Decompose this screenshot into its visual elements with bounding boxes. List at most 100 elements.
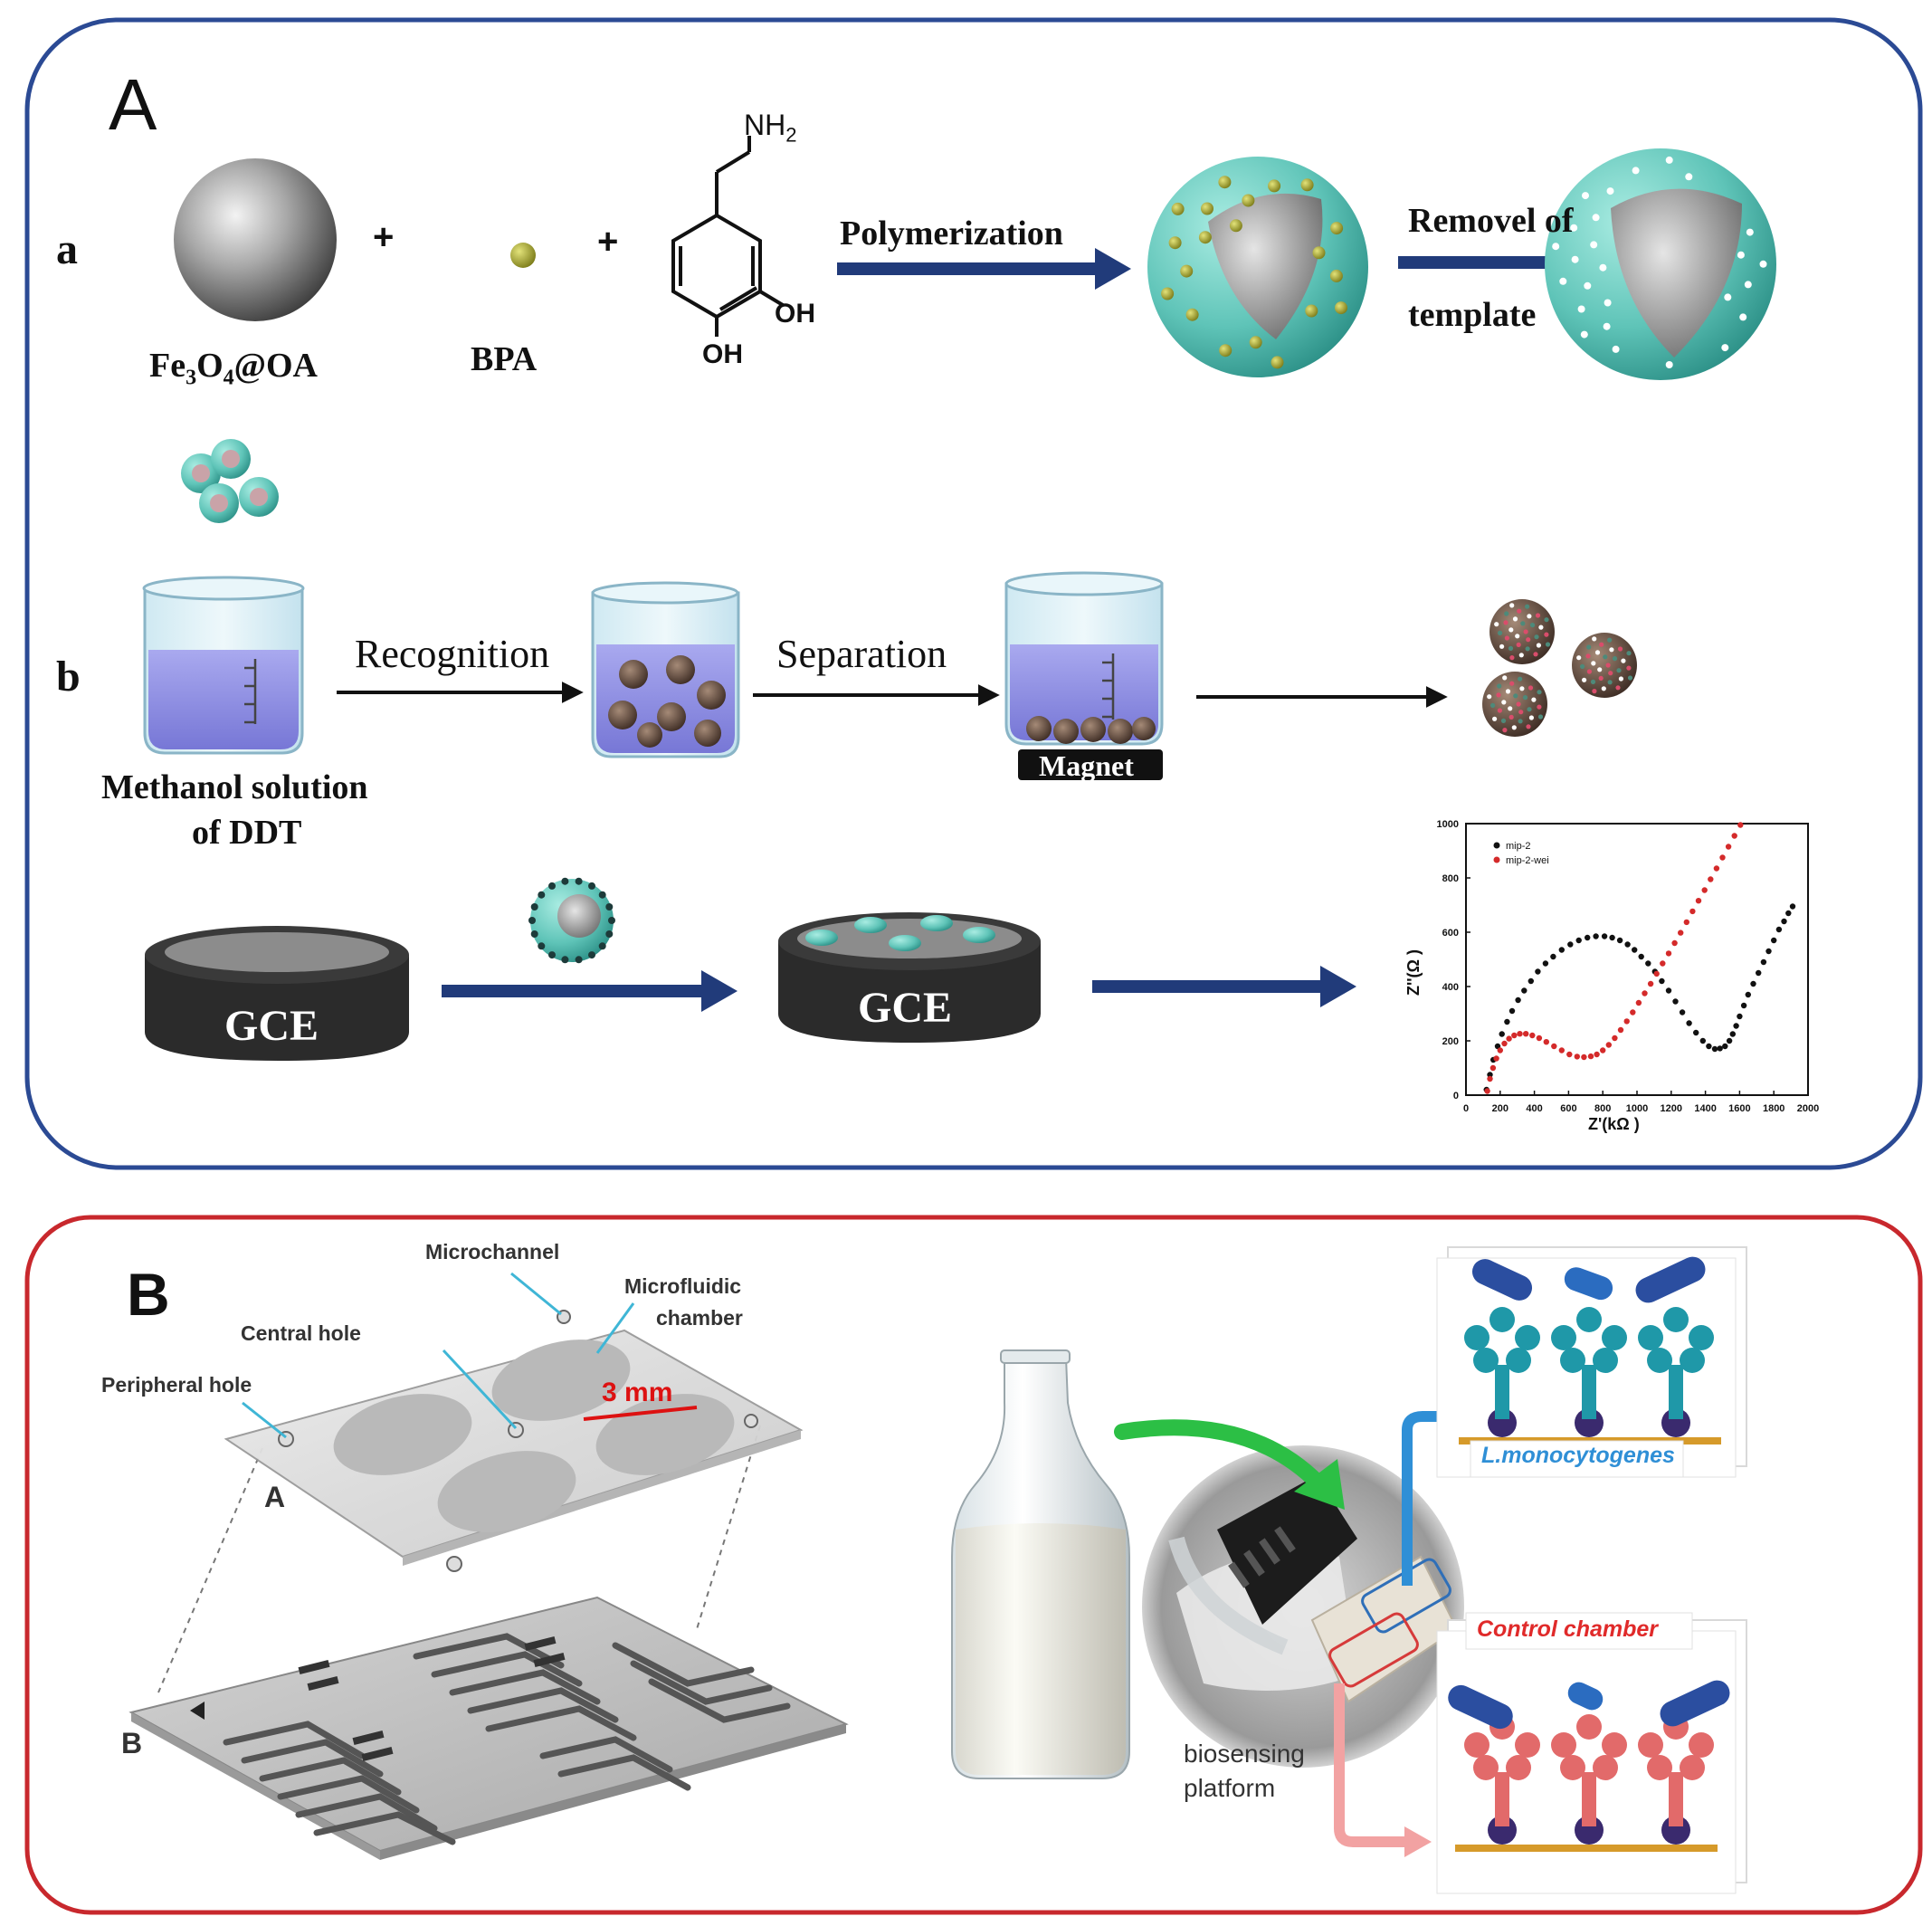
- eis-point-series-1: [1609, 934, 1615, 941]
- particle-speckle: [1504, 611, 1509, 616]
- particle-speckle: [1537, 714, 1544, 720]
- imprinted-cavity: [1582, 192, 1589, 200]
- gce-label-1: GCE: [224, 1002, 319, 1050]
- eis-point-series-2: [1536, 1035, 1543, 1042]
- imprinted-cavity: [1612, 345, 1620, 353]
- particle-speckle: [1525, 646, 1530, 652]
- eis-x-tick-label: 1400: [1694, 1103, 1716, 1114]
- eis-y-tick-label: 0: [1453, 1091, 1459, 1101]
- eis-point-series-2: [1701, 887, 1708, 893]
- plus-sign-1: +: [373, 217, 395, 257]
- eis-point-series-1: [1521, 987, 1528, 994]
- particle-speckle: [1518, 719, 1523, 724]
- microchannel-label: Microchannel: [425, 1240, 560, 1263]
- bead-dot: [608, 917, 615, 924]
- eis-point-series-2: [1695, 898, 1702, 904]
- panel-a-letter: A: [109, 64, 157, 145]
- antibody-arm: [1515, 1325, 1540, 1350]
- eis-point-series-2: [1600, 1047, 1606, 1054]
- eis-point-series-1: [1771, 937, 1777, 944]
- particle-speckle: [1527, 614, 1532, 619]
- dopamine-oh-label-1: OH: [775, 299, 815, 329]
- eis-legend-series-2: mip-2-wei: [1506, 855, 1549, 866]
- eis-point-series-1: [1726, 1037, 1733, 1044]
- eis-point-series-1: [1737, 1013, 1743, 1020]
- particle-speckle: [1531, 697, 1537, 702]
- eis-point-series-1: [1542, 960, 1549, 967]
- eis-x-axis-label: Z'(kΩ ): [1588, 1115, 1640, 1133]
- particle-speckle: [1527, 707, 1532, 712]
- central-hole-marker: [508, 1422, 524, 1438]
- eis-y-axis-label: Z''(Ω ): [1404, 949, 1423, 996]
- imprinted-cavity: [1746, 228, 1754, 236]
- eis-plot-frame: [1465, 823, 1809, 1096]
- eis-y-tick-label: 200: [1442, 1036, 1459, 1047]
- bpa-molecule: [510, 243, 536, 268]
- antibody-arm: [1602, 1732, 1627, 1758]
- particle-speckle: [1617, 646, 1623, 652]
- eis-point-series-2: [1630, 1009, 1636, 1015]
- particle-speckle: [1586, 644, 1592, 650]
- chip-layer-b-label: B: [121, 1727, 143, 1759]
- eis-point-series-2: [1484, 1088, 1490, 1094]
- magnet-label: Magnet: [1039, 749, 1134, 782]
- panel-b-letter: B: [127, 1261, 170, 1328]
- eis-point-series-2: [1497, 1047, 1504, 1054]
- eis-x-tick-label: 400: [1526, 1103, 1542, 1114]
- particle-speckle: [1526, 637, 1531, 643]
- separation-label: Separation: [776, 632, 947, 676]
- particle-speckle: [1535, 613, 1541, 618]
- antibody-arm: [1647, 1755, 1672, 1780]
- template-dot: [1180, 264, 1194, 278]
- imprinted-cavity: [1721, 344, 1729, 352]
- imprinted-cavity: [1604, 299, 1612, 307]
- eis-point-series-1: [1760, 958, 1767, 966]
- chip-layer-a-label: A: [264, 1481, 286, 1513]
- eis-legend-series-1: mip-2: [1506, 841, 1531, 852]
- recognition-label: Recognition: [355, 632, 550, 676]
- antibody-arm: [1593, 1348, 1618, 1373]
- bead-dot: [605, 903, 614, 911]
- particle-speckle: [1582, 677, 1587, 682]
- antibody-stem: [1582, 1365, 1596, 1419]
- imprinted-cavity: [1592, 214, 1600, 222]
- panel-a: 0200400600800100012001400160018002000020…: [24, 17, 1923, 1170]
- particle-speckle: [1537, 690, 1542, 695]
- eis-point-series-2: [1493, 1055, 1499, 1062]
- antibody-arm: [1576, 1307, 1602, 1332]
- template-dot: [1171, 202, 1185, 215]
- bead-dot: [588, 951, 595, 959]
- particle-speckle: [1544, 617, 1549, 623]
- eis-point-series-1: [1672, 998, 1679, 1005]
- eis-point-series-1: [1601, 933, 1608, 939]
- eis-point-series-1: [1699, 1037, 1707, 1044]
- particle-speckle: [1503, 620, 1508, 625]
- eis-point-series-1: [1593, 933, 1599, 939]
- mip-sphere-with-template: [1147, 157, 1368, 377]
- eis-point-series-2: [1719, 854, 1726, 861]
- eis-point-series-2: [1523, 1031, 1529, 1037]
- eis-point-series-2: [1642, 990, 1648, 996]
- removal-label-line1: Removel of: [1408, 202, 1574, 240]
- particle-speckle: [1502, 675, 1508, 681]
- particle-speckle: [1594, 650, 1601, 655]
- fe3o4-oa-sphere: [174, 158, 337, 321]
- eis-point-series-2: [1737, 822, 1744, 828]
- removal-label-line2: template: [1408, 296, 1537, 334]
- bead-dot: [528, 917, 536, 924]
- eis-x-tick-label: 800: [1594, 1103, 1611, 1114]
- eis-point-series-2: [1501, 1040, 1508, 1047]
- eis-point-series-1: [1785, 910, 1792, 917]
- released-particles: [1482, 599, 1637, 737]
- eis-point-series-1: [1711, 1045, 1718, 1053]
- gce-label-2: GCE: [858, 984, 953, 1032]
- antibody-stem: [1669, 1772, 1683, 1826]
- eis-point-series-1: [1638, 953, 1644, 960]
- eis-point-series-1: [1528, 977, 1535, 985]
- antibody-arm: [1489, 1307, 1515, 1332]
- eis-point-series-1: [1504, 1018, 1510, 1025]
- particle-speckle: [1605, 663, 1611, 668]
- eis-point-series-2: [1647, 980, 1654, 987]
- imprinted-cavity: [1739, 313, 1747, 321]
- eis-point-series-1: [1733, 1023, 1739, 1029]
